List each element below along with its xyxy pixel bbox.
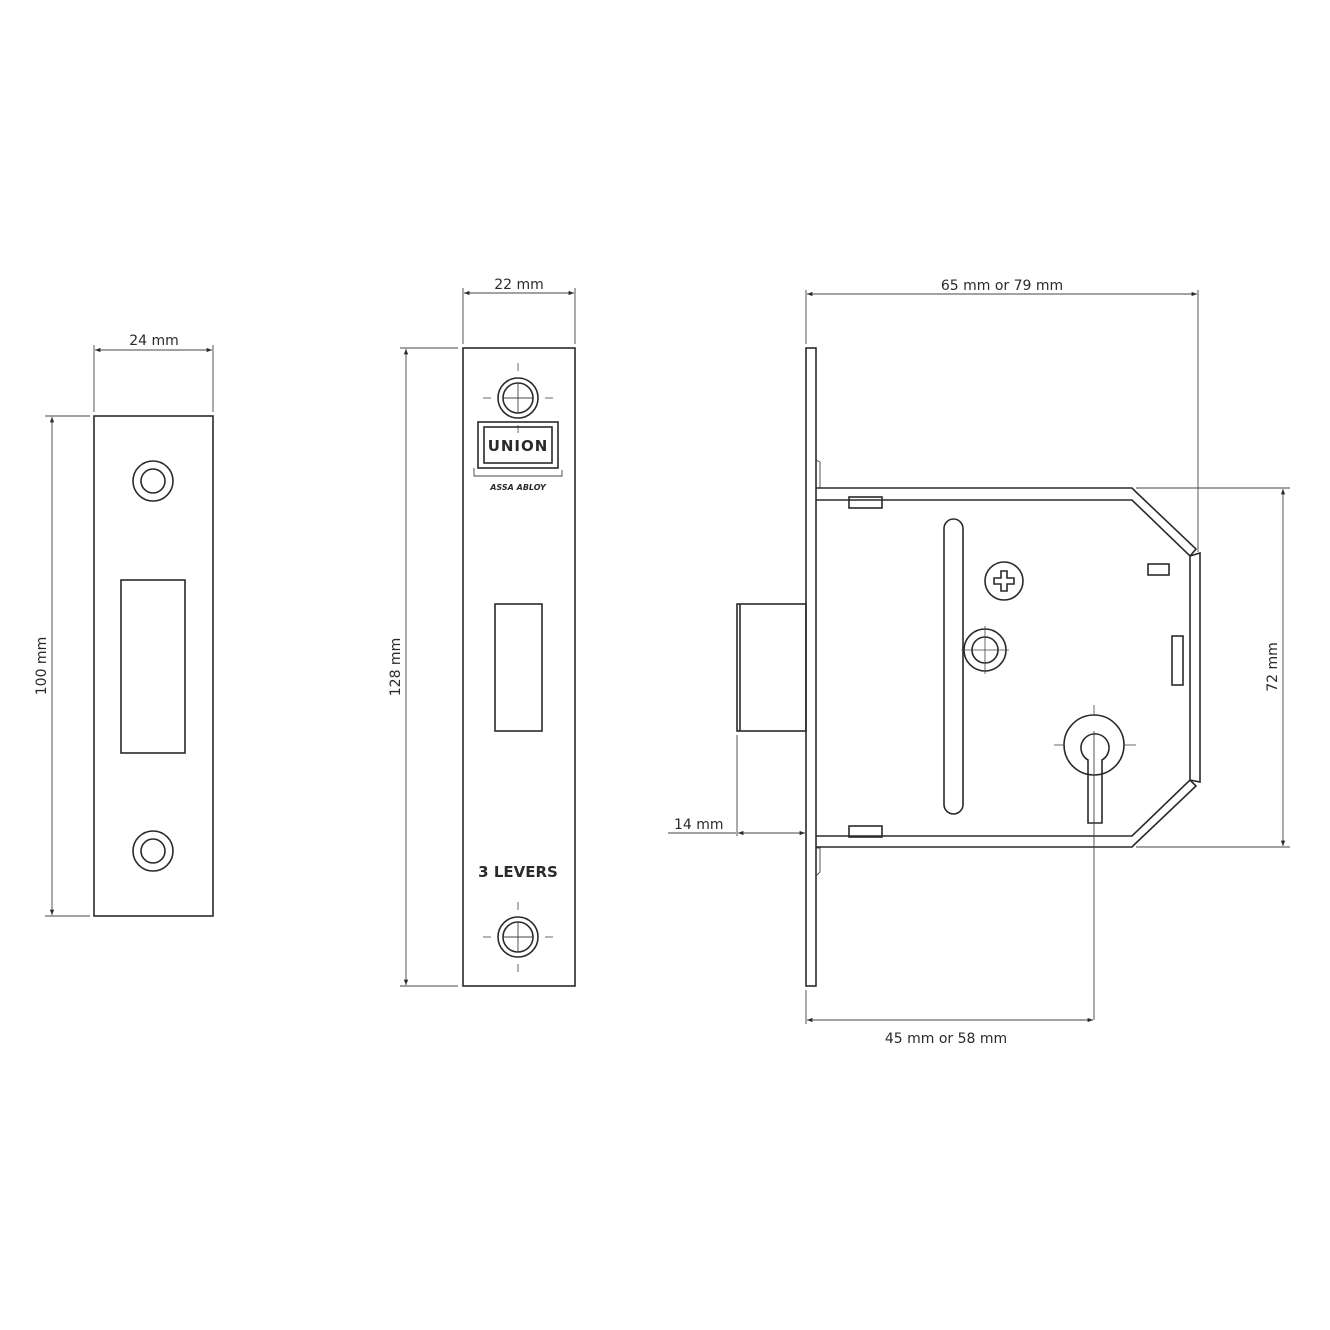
backset-dimension: 45 mm or 58 mm xyxy=(805,990,1093,1047)
case-top-rail xyxy=(816,487,1198,558)
phillips-screw-icon xyxy=(984,561,1024,601)
forend-screw-top xyxy=(483,363,553,433)
case-bottom-rail xyxy=(816,778,1198,848)
tab-top xyxy=(848,496,883,509)
forend-width-dimension: 22 mm xyxy=(462,277,576,344)
bolt-throw-label: 14 mm xyxy=(674,817,724,833)
tab-bottom xyxy=(848,825,883,838)
case-depth-dimension: 65 mm or 79 mm xyxy=(805,278,1199,552)
case-end xyxy=(1189,551,1201,783)
screw-hole-top xyxy=(132,460,174,502)
strike-width-label: 24 mm xyxy=(129,333,179,349)
strike-height-dimension: 100 mm xyxy=(34,415,90,917)
logo-brand: UNION xyxy=(488,437,549,455)
strike-keep-opening xyxy=(120,579,186,754)
logo-sub-brand: ASSA ABLOY xyxy=(489,483,547,492)
lever-slot xyxy=(943,518,964,815)
bolt-opening xyxy=(494,603,543,732)
screw-hole-bottom xyxy=(132,830,174,872)
vertical-slot xyxy=(1171,635,1184,686)
forend-outline xyxy=(462,347,576,987)
levers-label: 3 LEVERS xyxy=(478,863,558,881)
union-logo: UNION ASSA ABLOY xyxy=(473,421,563,492)
strike-width-dimension: 24 mm xyxy=(93,333,214,412)
backset-label: 45 mm or 58 mm xyxy=(885,1031,1007,1047)
case-height-label: 72 mm xyxy=(1265,642,1281,692)
strike-plate-outline xyxy=(93,415,214,917)
pivot-stud xyxy=(961,626,1009,674)
case-height-dimension: 72 mm xyxy=(1136,487,1290,848)
strike-height-label: 100 mm xyxy=(34,637,50,695)
forend-width-label: 22 mm xyxy=(494,277,544,293)
forend-screw-bottom xyxy=(483,902,553,972)
lock-body: 65 mm or 79 mm 72 mm 14 mm 45 mm or 58 m… xyxy=(668,278,1290,1047)
bolt-throw-dimension: 14 mm xyxy=(668,735,805,836)
forend-edge xyxy=(805,347,817,987)
keyhole-icon xyxy=(1054,705,1136,1020)
deadbolt xyxy=(736,603,807,732)
strike-plate: 24 mm 100 mm xyxy=(34,333,214,917)
forend-height-label: 128 mm xyxy=(388,638,404,696)
forend-plate: UNION ASSA ABLOY 3 LEVERS 22 mm xyxy=(388,277,576,987)
case-depth-label: 65 mm or 79 mm xyxy=(941,278,1063,294)
forend-height-dimension: 128 mm xyxy=(388,347,458,987)
small-slot xyxy=(1147,563,1170,576)
